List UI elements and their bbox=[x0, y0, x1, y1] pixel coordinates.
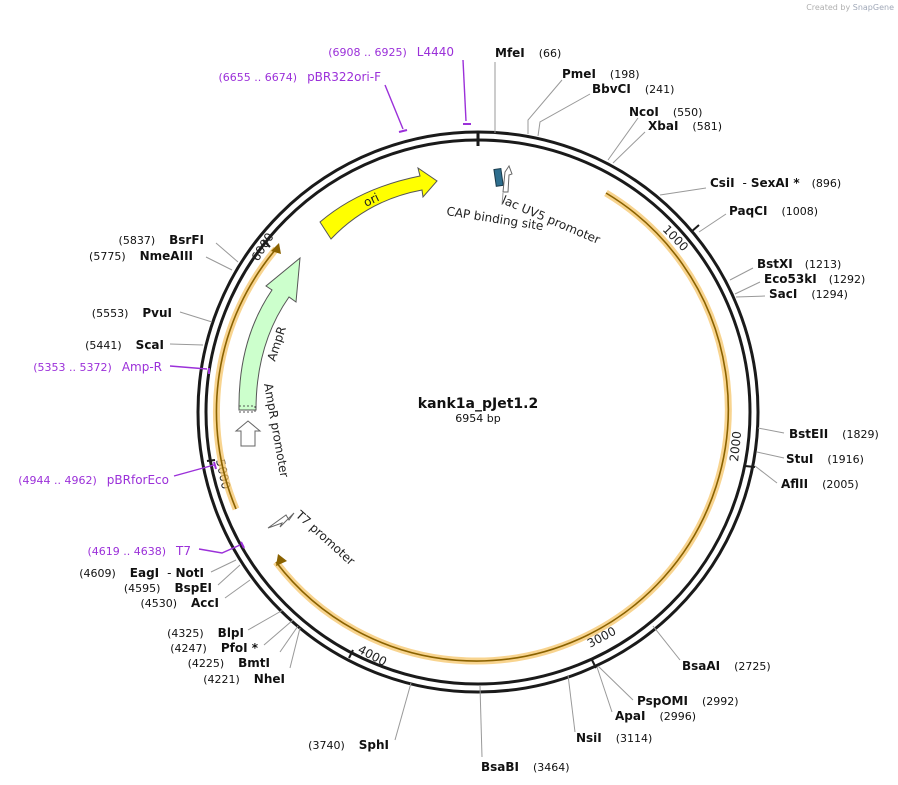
leader-nhei bbox=[289, 627, 301, 669]
leader-bsaai bbox=[652, 625, 681, 661]
leader-nsii bbox=[567, 674, 576, 733]
enzyme-nhei[interactable]: (4221)NheI bbox=[203, 672, 285, 686]
enzyme-apai[interactable]: ApaI(2996) bbox=[615, 709, 696, 723]
primer-pbrforeco-leader bbox=[173, 464, 215, 477]
enzyme-stui[interactable]: StuI(1916) bbox=[786, 452, 864, 466]
tick-mark-2000 bbox=[744, 465, 756, 468]
leader-bspei bbox=[217, 564, 241, 586]
primer-pbr322ori-leader bbox=[384, 84, 404, 130]
leader-ncoi bbox=[607, 117, 639, 161]
enzyme-pvui[interactable]: (5553)PvuI bbox=[92, 306, 172, 320]
enzyme-saci[interactable]: SacI(1294) bbox=[769, 287, 848, 301]
enzyme-mfei[interactable]: MfeI(66) bbox=[495, 46, 561, 60]
credit-brand: SnapGene bbox=[852, 3, 894, 12]
enzyme-bspei[interactable]: (4595)BspEI bbox=[124, 581, 212, 595]
primer-ampr-leader bbox=[169, 365, 208, 370]
primer-t7-leader bbox=[198, 544, 241, 554]
primer-pbr322ori-f[interactable]: (6655 .. 6674)pBR322ori-F bbox=[219, 70, 382, 84]
leader-pmei bbox=[527, 79, 563, 134]
primer-pbrforeco-mark bbox=[213, 461, 217, 470]
plasmid-name: kank1a_pJet1.2 bbox=[418, 396, 538, 412]
leader-pfoi bbox=[263, 619, 294, 646]
primer-l4440-leader bbox=[462, 59, 467, 122]
enzyme-bsaai[interactable]: BsaAI(2725) bbox=[682, 659, 771, 673]
enzyme-aflii[interactable]: AflII(2005) bbox=[781, 477, 859, 491]
insert-feature bbox=[273, 190, 732, 665]
enzyme-bbvci[interactable]: BbvCI(241) bbox=[592, 82, 674, 96]
leader-bsabi bbox=[479, 685, 483, 758]
leader-bbvci bbox=[537, 93, 591, 137]
enzyme-bstxi[interactable]: BstXI(1213) bbox=[757, 257, 841, 271]
leader-csii bbox=[659, 187, 707, 196]
leader-apai bbox=[596, 666, 613, 713]
primer-pbr322ori-mark bbox=[398, 129, 408, 133]
enzyme-xbai[interactable]: XbaI(581) bbox=[648, 119, 722, 133]
leader-eagi bbox=[210, 559, 237, 573]
leader-sphi bbox=[394, 682, 412, 741]
leader-eco53ki bbox=[734, 281, 761, 295]
leader-acci bbox=[224, 579, 251, 599]
primer-t7-mark bbox=[240, 541, 245, 549]
enzyme-paqci[interactable]: PaqCI(1008) bbox=[729, 204, 818, 218]
leader-stui bbox=[756, 451, 785, 459]
cap-site-box bbox=[493, 167, 504, 187]
leader-pvui bbox=[179, 311, 213, 323]
leader-bsteii bbox=[757, 427, 785, 434]
plasmid-size: 6954 bp bbox=[455, 412, 500, 425]
tick-mark-5000 bbox=[206, 459, 216, 462]
enzyme-scai[interactable]: (5441)ScaI bbox=[85, 338, 164, 352]
enzyme-nmeaiii[interactable]: (5775)NmeAIII bbox=[89, 249, 193, 263]
tick-label-2000: 2000 bbox=[727, 430, 744, 462]
enzyme-sphi[interactable]: (3740)SphI bbox=[308, 738, 389, 752]
leader-paqci bbox=[698, 213, 727, 233]
primer-l4440[interactable]: (6908 .. 6925)L4440 bbox=[328, 45, 454, 59]
scale-ticks bbox=[206, 224, 756, 669]
enzyme-blpi[interactable]: (4325)BlpI bbox=[167, 626, 244, 640]
ori-feature: ori bbox=[319, 166, 438, 240]
leader-bmti bbox=[279, 625, 299, 653]
credit-prefix: Created by bbox=[806, 3, 851, 12]
enzyme-bmti[interactable]: (4225)BmtI bbox=[188, 656, 270, 670]
enzyme-ncoi[interactable]: NcoI(550) bbox=[629, 105, 702, 119]
leader-saci bbox=[735, 295, 766, 298]
enzyme-bsabi[interactable]: BsaBI(3464) bbox=[481, 760, 570, 774]
tick-mark-3000 bbox=[591, 659, 597, 669]
primer-pbrforeco[interactable]: (4944 .. 4962)pBRforEco bbox=[18, 473, 169, 487]
enzyme-leaders bbox=[169, 62, 785, 758]
leader-nmeaiii bbox=[205, 256, 233, 271]
insert-feature-left bbox=[213, 243, 281, 511]
primer-markers bbox=[169, 59, 471, 554]
leader-aflii bbox=[754, 465, 778, 484]
leader-scai bbox=[169, 343, 204, 346]
enzyme-nsii[interactable]: NsiI(3114) bbox=[576, 731, 652, 745]
enzyme-eagi-noti[interactable]: (4609)EagI-NotI bbox=[79, 566, 204, 580]
leader-xbai bbox=[612, 131, 646, 164]
enzyme-bsrfi[interactable]: (5837)BsrFI bbox=[119, 233, 204, 247]
t7-promoter-label: T7 promoter bbox=[292, 507, 357, 568]
ampr-promoter-label: AmpR promoter bbox=[261, 382, 291, 478]
leader-bsrfi bbox=[215, 242, 239, 263]
tick-mark-4000 bbox=[348, 649, 354, 659]
enzyme-pfoi[interactable]: (4247)PfoI * bbox=[170, 641, 258, 655]
enzyme-eco53ki[interactable]: Eco53kI(1292) bbox=[764, 272, 865, 286]
leader-bstxi bbox=[729, 267, 754, 281]
leader-blpi bbox=[247, 609, 284, 631]
tick-mark-1000 bbox=[690, 224, 700, 233]
tick-mark-6000 bbox=[262, 239, 271, 248]
enzyme-csii-sexai[interactable]: CsiI-SexAI *(896) bbox=[710, 176, 841, 190]
enzyme-pspomi[interactable]: PspOMI(2992) bbox=[637, 694, 739, 708]
snapgene-credit: Created by SnapGene bbox=[806, 3, 894, 12]
enzyme-pmei[interactable]: PmeI(198) bbox=[562, 67, 640, 81]
enzyme-bsteii[interactable]: BstEII(1829) bbox=[789, 427, 879, 441]
ori-label: ori bbox=[361, 190, 381, 209]
primer-amp-r[interactable]: (5353 .. 5372)Amp-R bbox=[33, 360, 162, 374]
enzyme-acci[interactable]: (4530)AccI bbox=[140, 596, 219, 610]
primer-t7[interactable]: (4619 .. 4638)T7 bbox=[87, 544, 191, 558]
lac-uv5-feature: lac UV5 promoter CAP binding site bbox=[446, 164, 602, 247]
leader-pspomi bbox=[597, 665, 634, 701]
